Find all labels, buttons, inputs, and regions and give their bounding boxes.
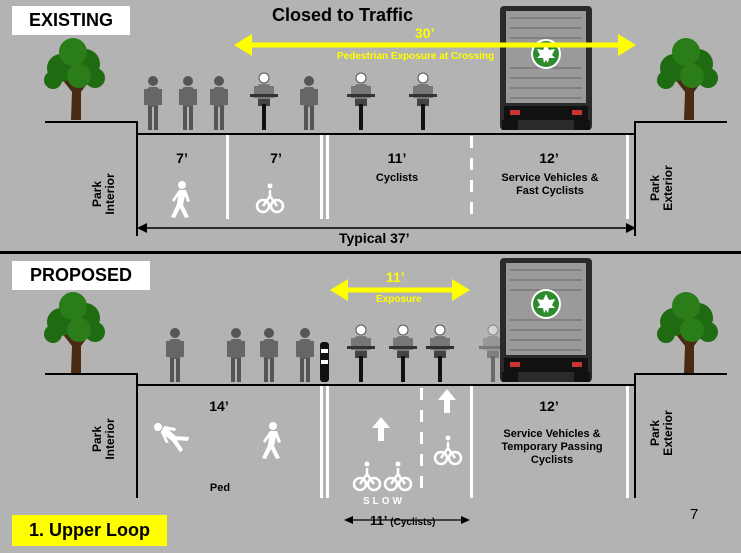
cyclist-figure [425, 324, 455, 383]
pedestrian-icon [148, 418, 191, 454]
park-exterior-label: Park Exterior [648, 165, 675, 211]
arrow-up-icon [438, 389, 456, 413]
existing-heading: EXISTING [12, 6, 130, 35]
lane-label: Cyclists [375, 172, 419, 184]
lane-width: 12’ [539, 150, 559, 166]
person-figure [144, 76, 162, 130]
person-figure [210, 76, 228, 130]
closed-to-traffic-banner: Closed to Traffic [272, 5, 414, 25]
person-figure [300, 76, 318, 130]
service-lane-label: Service Vehicles & Temporary Passing Cyc… [501, 428, 603, 466]
proposed-heading: PROPOSED [12, 261, 150, 290]
tree-icon [44, 38, 105, 120]
bollard-icon [320, 342, 329, 382]
lane-label: Service Vehicles & Fast Cyclists [501, 172, 599, 197]
cyclist-figure [346, 324, 376, 383]
lane-width: 7’ [270, 150, 282, 166]
cyclist-figure [346, 72, 376, 131]
proposed-street-section [45, 373, 727, 524]
cyclist-lane-width: 11’ (Cyclists) [370, 513, 436, 528]
section-divider [0, 251, 741, 254]
cyclist-figure [388, 324, 418, 383]
tree-icon [657, 292, 718, 374]
bicycle-icon [433, 434, 463, 466]
park-exterior-label: Park Exterior [648, 410, 675, 456]
existing-street-section [45, 121, 727, 236]
slow-marking: SLOW [363, 496, 405, 507]
person-figure [179, 76, 197, 130]
tree-icon [44, 292, 105, 374]
lane-width: 11’ [387, 150, 407, 166]
service-lane-width: 12’ [539, 398, 559, 414]
bicycle-icon [255, 182, 285, 214]
cyclist-figure [249, 72, 279, 131]
lane-width: 7’ [176, 150, 188, 166]
bicycle-icon [383, 460, 413, 492]
person-figure [166, 328, 184, 382]
proposed-exposure-arrow [330, 279, 470, 301]
proposed-exposure-label: Exposure [376, 294, 422, 305]
truck-icon [499, 257, 593, 383]
cyclist-figure [408, 72, 438, 131]
section-title: 1. Upper Loop [12, 515, 167, 546]
existing-exposure-width: 30’ [415, 25, 435, 41]
bicycle-icon [352, 460, 382, 492]
park-interior-label: Park Interior [90, 173, 117, 215]
parks-leaf-icon [531, 289, 561, 319]
pedestrian-icon [171, 181, 190, 218]
existing-exposure-arrow [234, 34, 636, 56]
existing-exposure-label: Pedestrian Exposure at Crossing [337, 51, 495, 62]
ped-lane-label: Ped [209, 482, 231, 494]
existing-truck [499, 5, 593, 131]
person-figure [227, 328, 245, 382]
pedestrian-icon [262, 422, 281, 459]
park-interior-label: Park Interior [90, 418, 117, 460]
proposed-people [166, 324, 508, 383]
ped-lane-width: 14’ [209, 398, 229, 414]
proposed-truck [499, 257, 593, 383]
typical-width-total: Typical 37’ [339, 230, 410, 246]
tree-icon [657, 38, 718, 120]
person-figure [260, 328, 278, 382]
person-figure [296, 328, 314, 382]
proposed-exposure-width: 11’ [386, 269, 405, 285]
arrow-up-icon [372, 417, 390, 441]
page-number: 7 [690, 506, 699, 523]
